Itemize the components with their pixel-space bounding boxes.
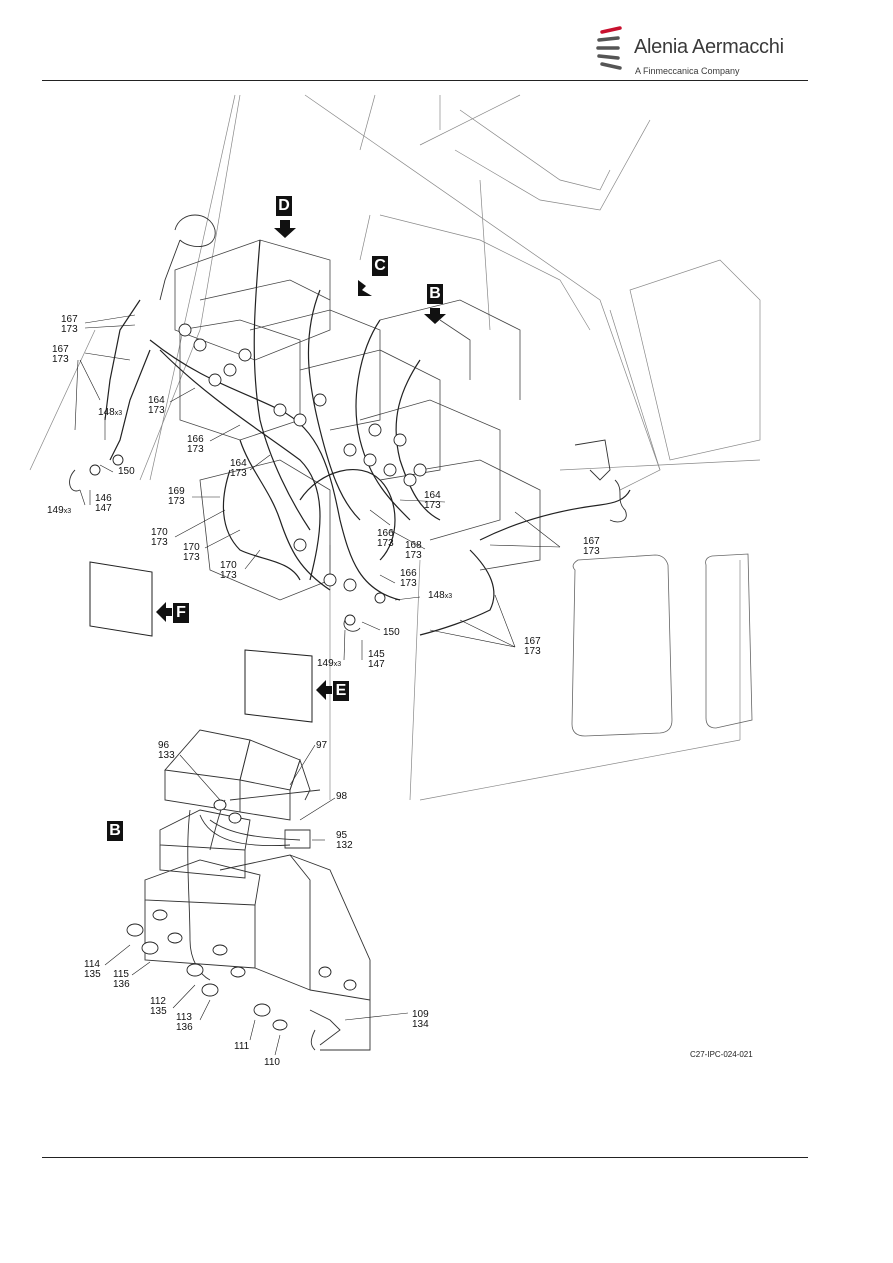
brand-name: Alenia Aermacchi [634,36,784,58]
footer-rule [42,1157,808,1158]
view-marker-b-top: B [427,284,443,304]
handset-cords [69,214,627,632]
view-arrows [156,220,446,700]
callout-label: 148x3 [428,590,453,601]
figure-reference-code: C27-IPC-024-021 [690,1050,753,1059]
callout-label: 98 [336,791,348,802]
airframe-outline [29,94,761,801]
callout-label: 148x3 [98,407,123,418]
callout-label: 149x3 [47,505,72,516]
callout-label: 150 [118,466,135,477]
detail-b-connectors [126,799,357,1031]
callout-label: 149x3 [317,658,342,669]
view-marker-b-detail: B [107,821,123,841]
callout-label: 97 [316,740,328,751]
connectors [89,323,427,626]
callout-label: 111 [234,1041,250,1052]
harness-cables [104,239,631,636]
window-outlines [571,553,753,737]
view-marker-f: F [173,603,189,623]
view-marker-d: D [276,196,292,216]
leader-lines [74,314,561,1056]
brand-tagline: A Finmeccanica Company [635,66,740,76]
callout-label: 150 [383,627,400,638]
view-marker-c: C [372,256,388,276]
header-rule [42,80,808,81]
brand-mark-icon [596,26,622,70]
brand-logo: Alenia Aermacchi A Finmeccanica Company [596,24,796,82]
equipment-racks [174,239,541,601]
view-marker-e: E [333,681,349,701]
panel-plates [89,561,313,723]
callout-label: 110 [264,1057,280,1068]
